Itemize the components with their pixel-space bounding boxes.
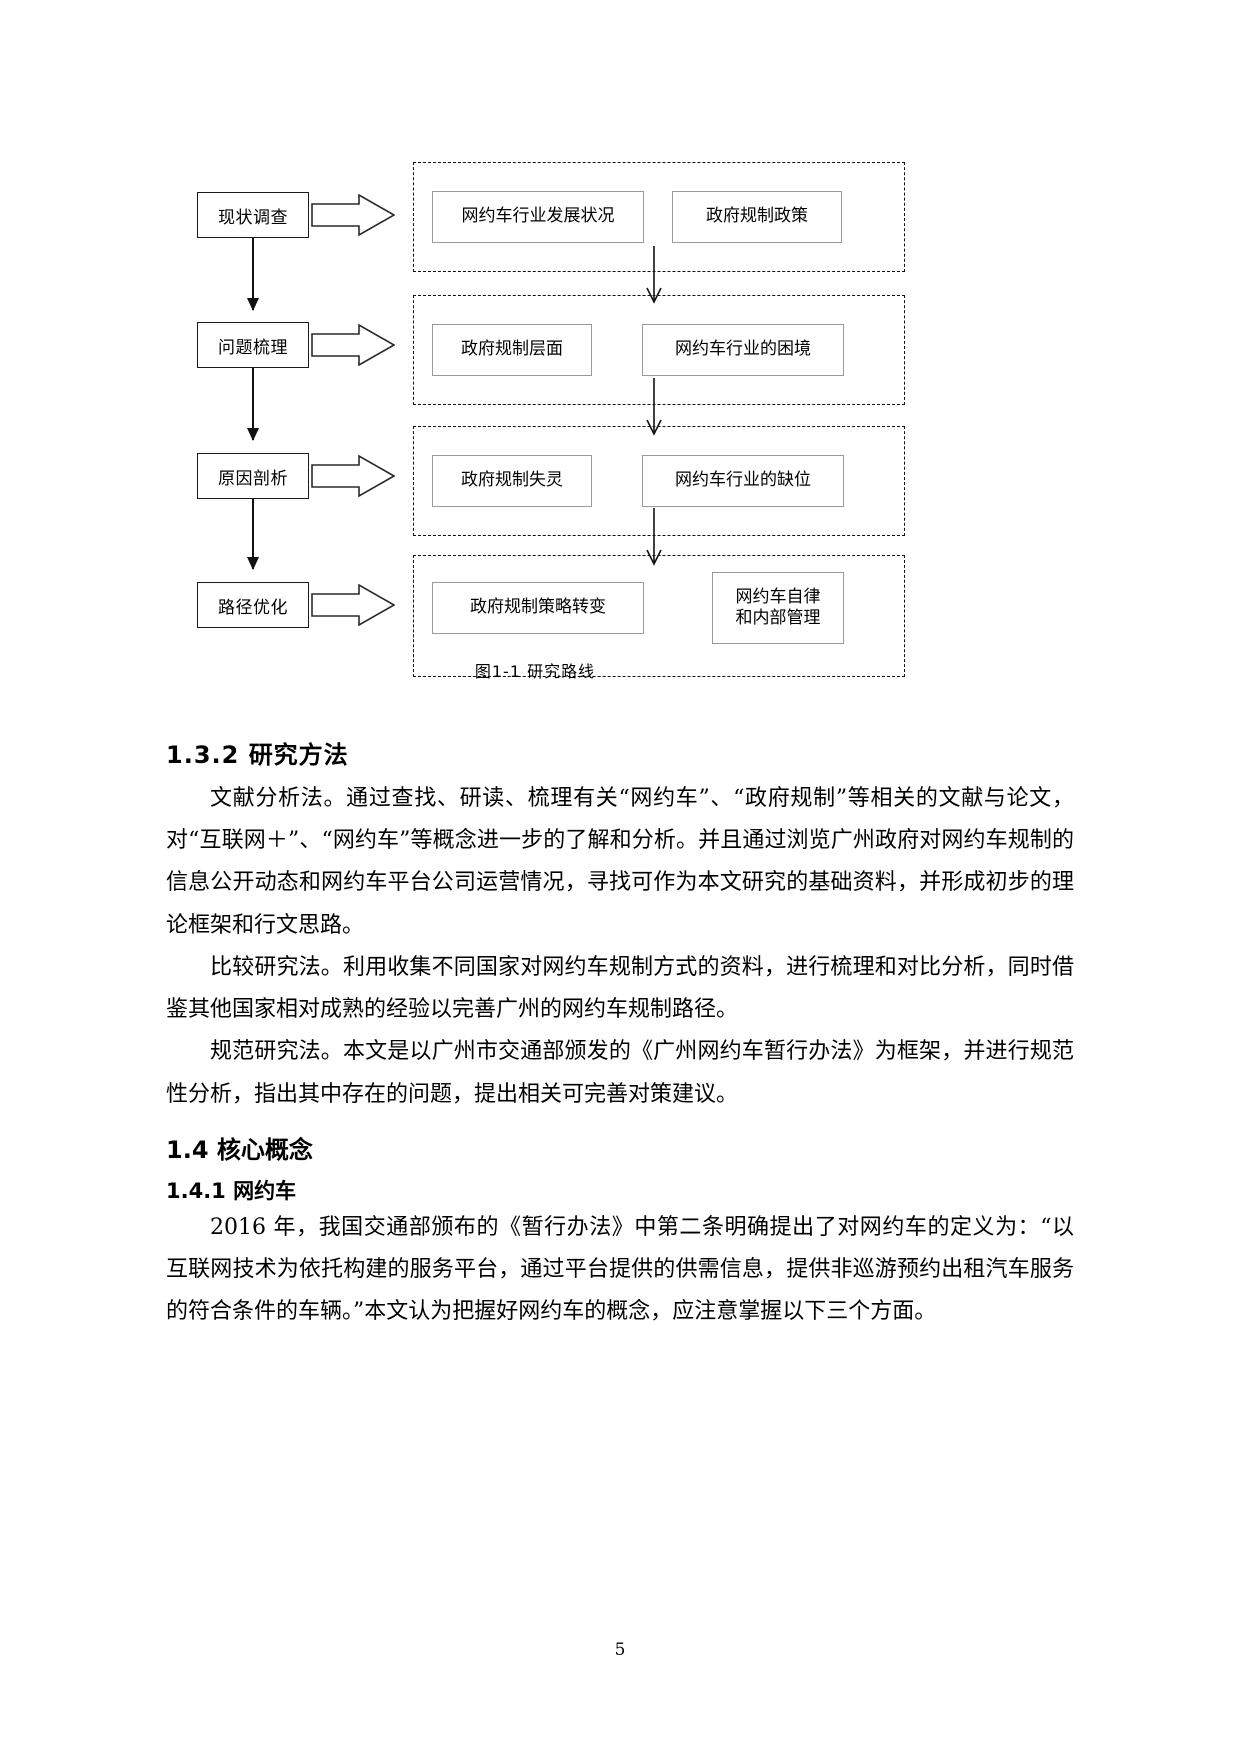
block-arrow-right — [311, 194, 395, 236]
figure-item-box: 政府规制政策 — [672, 191, 842, 243]
page-number: 5 — [614, 1640, 626, 1660]
figure-item-box: 政府规制失灵 — [432, 455, 592, 507]
figure-item-box: 网约车行业的困境 — [642, 324, 844, 376]
group-connector-arrow — [645, 508, 663, 566]
group-connector-arrow — [645, 378, 663, 436]
research-route-figure: 网约车行业发展状况 政府规制政策 政府规制层面 网约车行业的困境 政府规制失灵 … — [165, 150, 905, 710]
section-heading-1-4-1: 1.4.1 网约车 — [166, 1178, 297, 1203]
figure-caption: 图1-1 研究路线 — [474, 662, 596, 681]
stage-box-cause-analysis: 原因剖析 — [197, 453, 309, 499]
section-heading-1-3-2: 1.3.2 研究方法 — [166, 741, 349, 769]
group-connector-arrow — [645, 246, 663, 304]
figure-item-box: 网约车行业发展状况 — [432, 191, 644, 243]
paragraph-comparative-research: 比较研究法。利用收集不同国家对网约车规制方式的资料，进行梳理和对比分析，同时借鉴… — [166, 954, 1074, 1023]
stage-box-path-optimization: 路径优化 — [197, 582, 309, 628]
stage-connector-arrow — [247, 238, 259, 311]
figure-group-1: 网约车行业发展状况 政府规制政策 — [413, 162, 905, 272]
block-arrow-right — [311, 455, 395, 497]
figure-item-box: 政府规制策略转变 — [432, 582, 644, 634]
stage-box-current-survey: 现状调查 — [197, 192, 309, 238]
figure-item-box: 网约车行业的缺位 — [642, 455, 844, 507]
block-arrow-right — [311, 584, 395, 626]
stage-connector-arrow — [247, 368, 259, 441]
paragraph-ride-hailing-definition: 2016 年，我国交通部颁布的《暂行办法》中第二条明确提出了对网约车的定义为：“… — [166, 1214, 1074, 1325]
figure-item-box: 网约车自律 和内部管理 — [712, 572, 844, 644]
figure-group-4: 政府规制策略转变 网约车自律 和内部管理 — [413, 555, 905, 677]
section-heading-1-4: 1.4 核心概念 — [166, 1135, 313, 1164]
paragraph-literature-analysis: 文献分析法。通过查找、研读、梳理有关“网约车”、“政府规制”等相关的文献与论文，… — [166, 786, 1074, 938]
stage-box-problem-review: 问题梳理 — [197, 322, 309, 368]
stage-connector-arrow — [247, 499, 259, 570]
figure-item-box: 政府规制层面 — [432, 324, 592, 376]
figure-group-3: 政府规制失灵 网约车行业的缺位 — [413, 426, 905, 536]
paragraph-normative-research: 规范研究法。本文是以广州市交通部颁发的《广州网约车暂行办法》为框架，并进行规范性… — [166, 1039, 1074, 1107]
document-body: 1.3.2 研究方法 文献分析法。通过查找、研读、梳理有关“网约车”、“政府规制… — [166, 735, 1074, 1334]
figure-group-2: 政府规制层面 网约车行业的困境 — [413, 295, 905, 405]
block-arrow-right — [311, 324, 395, 366]
